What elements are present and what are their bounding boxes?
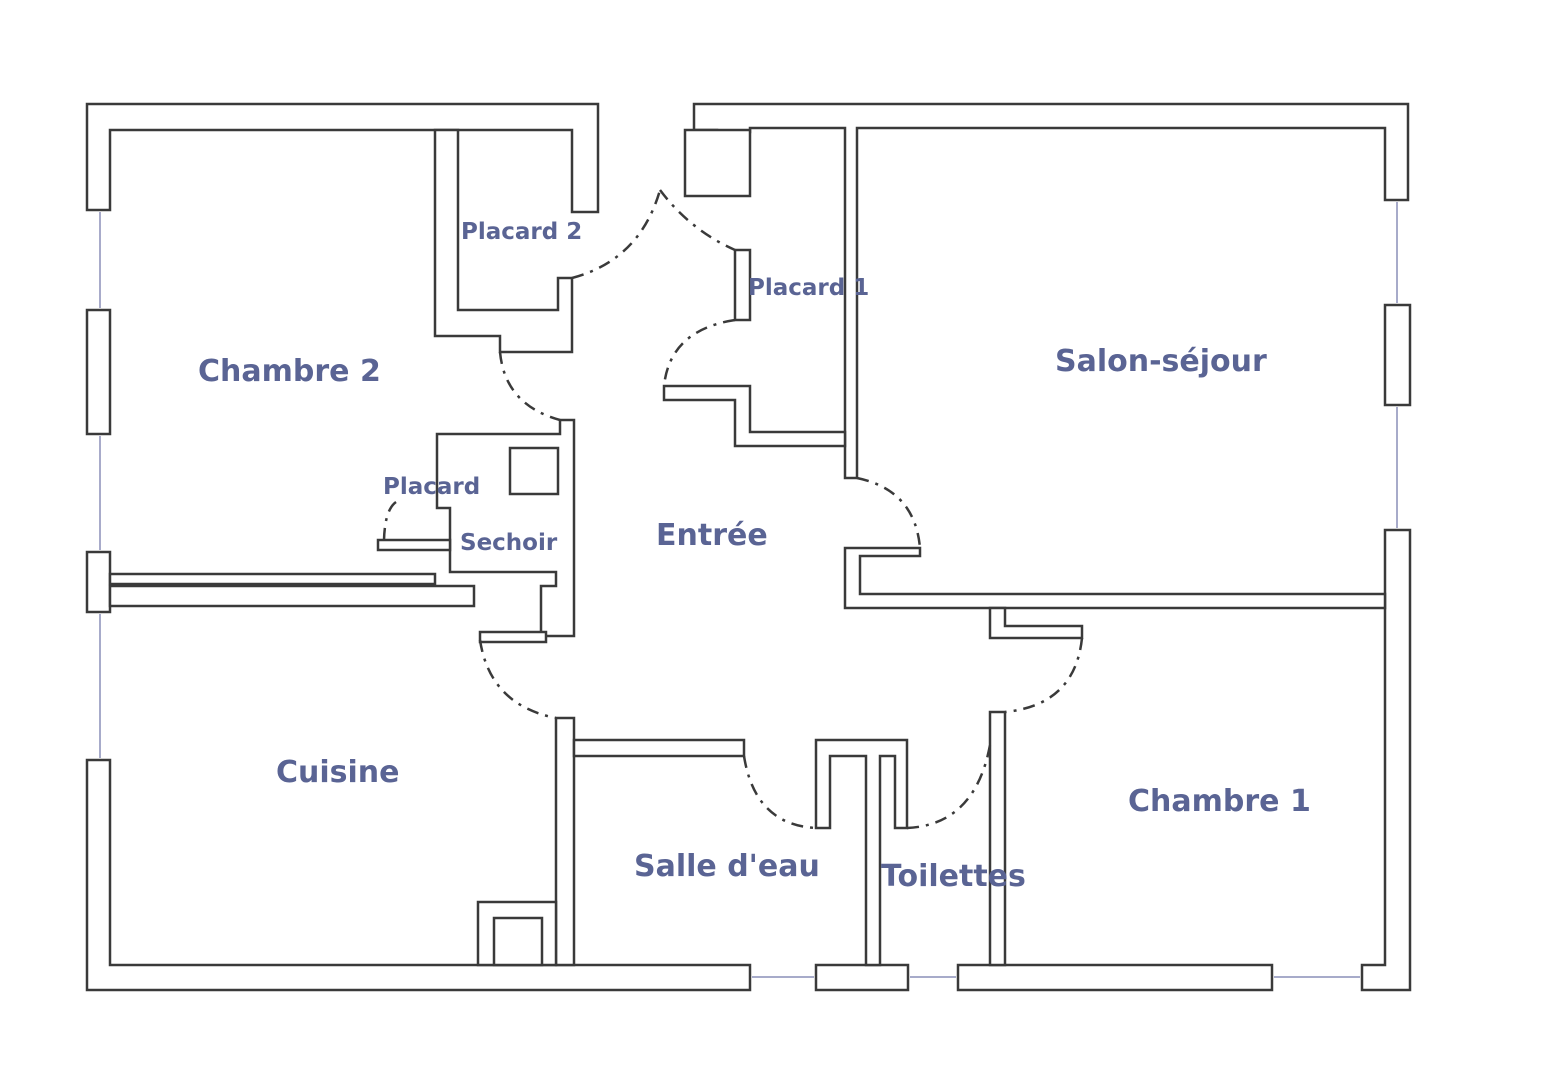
room-label-chambre-2: Chambre 2 [198,354,381,389]
windows [99,202,1398,978]
room-label-chambre-1: Chambre 1 [1128,784,1311,819]
door-swings [382,189,1084,830]
room-label-cuisine: Cuisine [276,755,400,790]
room-label-placard-1: Placard 1 [748,275,870,301]
room-label-toilettes: Toilettes [881,859,1026,894]
room-label-salon-sejour: Salon-séjour [1055,344,1267,379]
room-label-entree: Entrée [656,518,768,553]
room-label-salle-d-eau: Salle d'eau [634,849,820,884]
room-label-placard-2: Placard 2 [461,219,583,245]
room-label-placard: Placard [383,474,481,500]
room-label-sechoir: Sechoir [460,530,558,556]
walls [85,102,1412,992]
